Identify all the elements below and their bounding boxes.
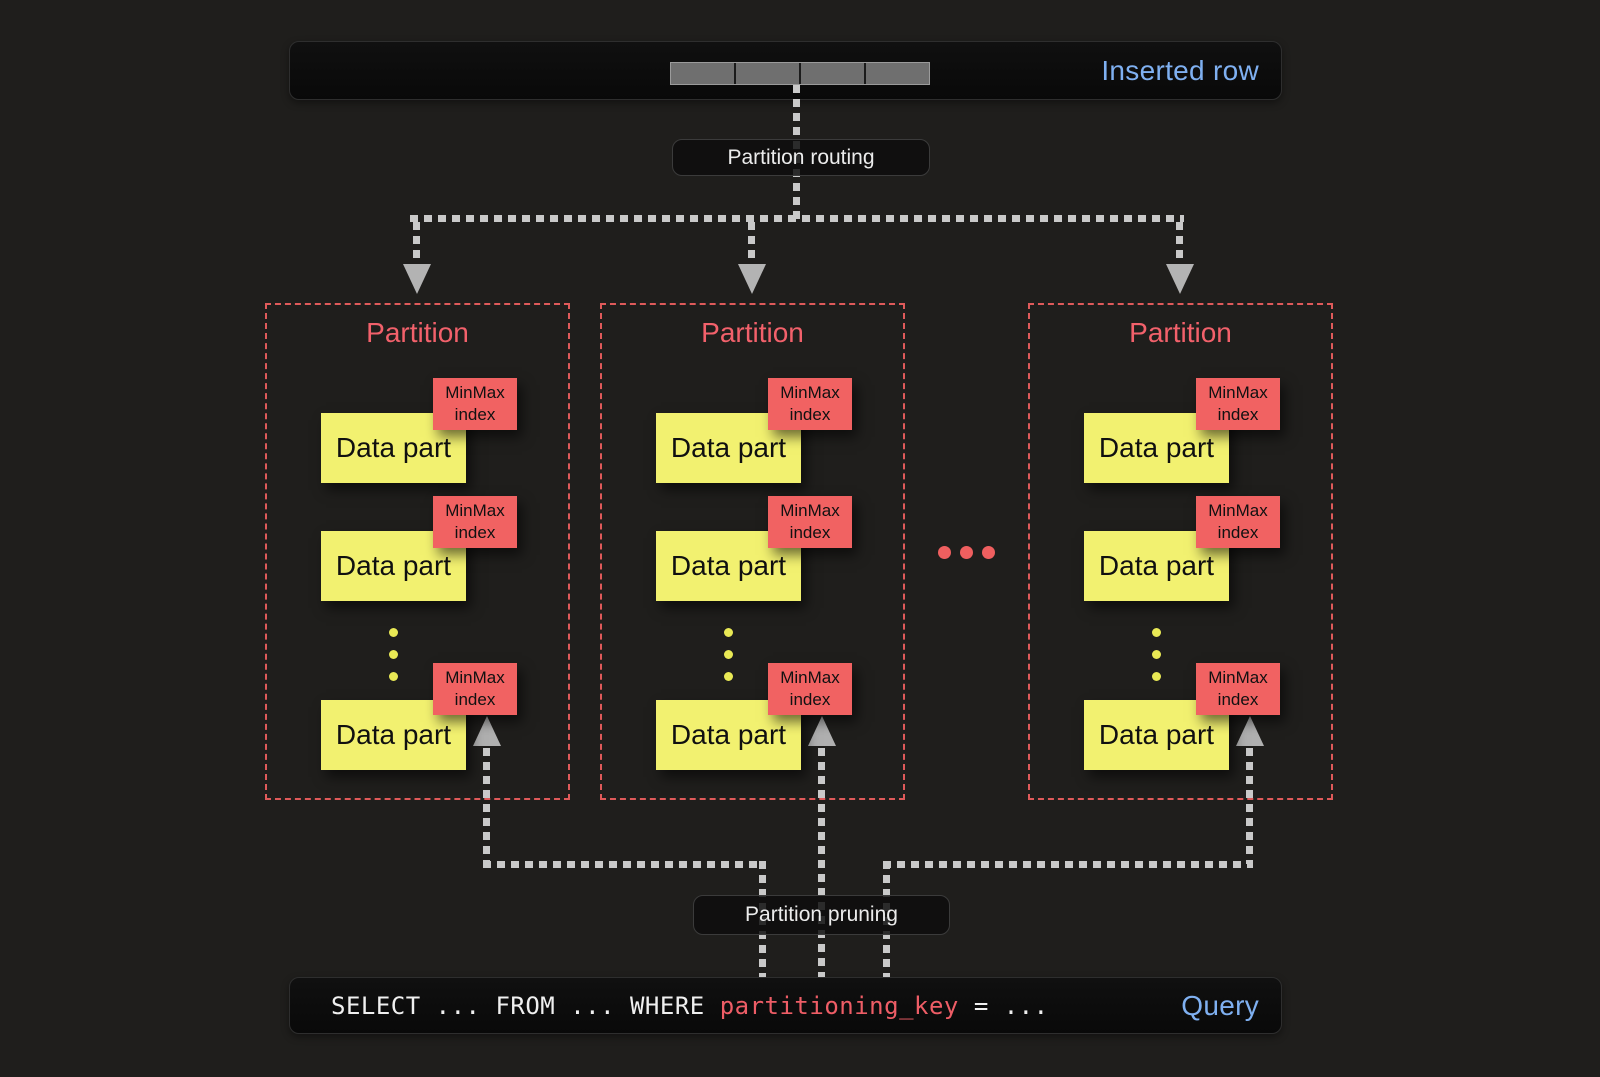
routing-drop-line [1176, 222, 1183, 264]
minmax-index-tag: MinMax index [1196, 663, 1280, 715]
arrow-down-icon [1166, 264, 1194, 294]
minmax-index-tag: MinMax index [433, 496, 517, 548]
sql-prefix: SELECT ... FROM ... WHERE [331, 991, 720, 1020]
inserted-row-label: Inserted row [1101, 54, 1259, 86]
data-part-box: Data part [321, 700, 466, 770]
routing-branch-line [410, 215, 1184, 222]
pruning-line [818, 748, 825, 977]
row-cell [671, 63, 736, 84]
sql-partitioning-key: partitioning_key [719, 991, 959, 1020]
partition-box: Partition MinMax index Data part MinMax … [265, 303, 570, 800]
arrow-up-icon [473, 716, 501, 746]
partition-pruning-label: Partition pruning [693, 895, 950, 935]
sql-query-text: SELECT ... FROM ... WHERE partitioning_k… [331, 992, 1049, 1020]
row-cell [801, 63, 866, 84]
partition-box: Partition MinMax index Data part MinMax … [1028, 303, 1333, 800]
inserted-row-bar: Inserted row [289, 41, 1282, 100]
pruning-line [483, 861, 766, 868]
pruning-line [483, 748, 490, 864]
arrow-up-icon [1236, 716, 1264, 746]
minmax-index-tag: MinMax index [768, 378, 852, 430]
arrow-up-icon [808, 716, 836, 746]
row-cells [670, 62, 930, 85]
partition-routing-label: Partition routing [672, 139, 930, 176]
partition-box: Partition MinMax index Data part MinMax … [600, 303, 905, 800]
pruning-line [883, 861, 1253, 868]
minmax-index-tag: MinMax index [433, 378, 517, 430]
routing-drop-line [748, 222, 755, 264]
minmax-index-tag: MinMax index [433, 663, 517, 715]
partition-title: Partition [701, 317, 804, 348]
more-parts-ellipsis [724, 628, 733, 681]
query-bar: SELECT ... FROM ... WHERE partitioning_k… [289, 977, 1282, 1034]
partition-title: Partition [366, 317, 469, 348]
arrow-down-icon [738, 264, 766, 294]
more-parts-ellipsis [1152, 628, 1161, 681]
minmax-index-tag: MinMax index [768, 496, 852, 548]
minmax-index-tag: MinMax index [768, 663, 852, 715]
data-part-box: Data part [1084, 413, 1229, 483]
row-cell [866, 63, 929, 84]
more-partitions-ellipsis [938, 546, 995, 559]
row-cell [736, 63, 801, 84]
arrow-down-icon [403, 264, 431, 294]
sql-suffix: = ... [958, 991, 1049, 1020]
minmax-index-tag: MinMax index [1196, 496, 1280, 548]
query-label: Query [1181, 989, 1259, 1021]
routing-drop-line [413, 222, 420, 264]
more-parts-ellipsis [389, 628, 398, 681]
minmax-index-tag: MinMax index [1196, 378, 1280, 430]
partition-title: Partition [1129, 317, 1232, 348]
pruning-line [1246, 748, 1253, 864]
